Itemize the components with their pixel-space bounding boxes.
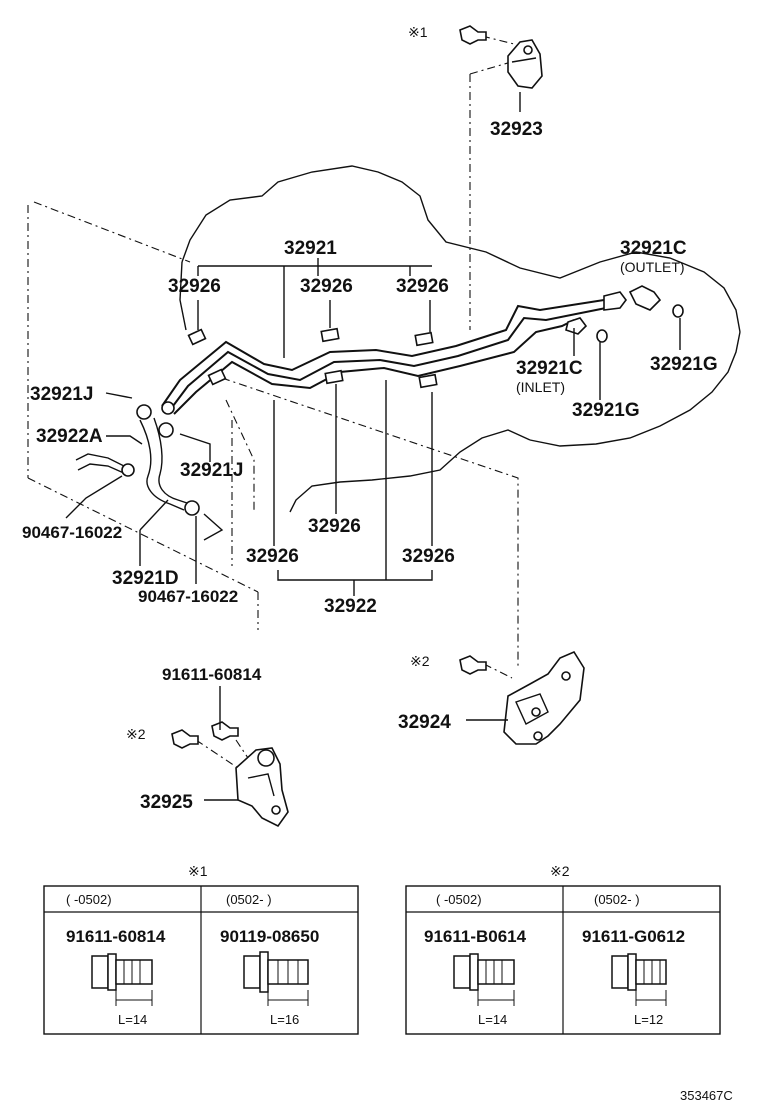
label-clamp-c: 32926	[396, 276, 449, 297]
footer-code: 353467C	[680, 1088, 733, 1103]
brake-pipes	[161, 299, 607, 415]
table-1-part-b: 90119-08650	[220, 927, 319, 946]
table-2-period-a: ( -0502)	[436, 892, 482, 907]
label-clamp-b: 32926	[300, 276, 353, 297]
label-clamp-e: 32926	[308, 516, 361, 537]
label-top-bolt-mark: ※1	[408, 24, 428, 40]
bolt-drawing	[91, 953, 153, 1006]
bolt-table-2: ※2 ( -0502) (0502- ) 91611-B0614 91611-G…	[405, 863, 721, 1035]
label-inlet-union: 32921C	[516, 358, 583, 379]
table-1-length-a: L=14	[118, 1012, 147, 1027]
label-pipe-set-32921: 32921	[284, 238, 337, 259]
label-gasket-2: 32921G	[650, 354, 718, 375]
label-gasket-1: 32921G	[572, 400, 640, 421]
label-outlet-text: (OUTLET)	[620, 259, 685, 275]
callout-lines	[65, 92, 681, 801]
label-bracket-32925: 32925	[140, 792, 193, 813]
label-clip-1: 90467-16022	[22, 523, 122, 542]
table-2-length-b: L=12	[634, 1012, 663, 1027]
label-bracket-32923: 32923	[490, 119, 543, 140]
table-2-part-b: 91611-G0612	[582, 927, 685, 946]
label-hose-32921d: 32921D	[112, 568, 179, 589]
label-clamp-d: 32926	[246, 546, 299, 567]
leader-lines	[27, 35, 519, 769]
table-1-part-a: 91611-60814	[66, 927, 166, 946]
bolt-table-1: ※1 ( -0502) (0502- ) 91611-60814 90119-0…	[43, 863, 359, 1035]
label-outlet-union: 32921C	[620, 238, 687, 259]
table-2-part-a: 91611-B0614	[424, 927, 527, 946]
engine-outline	[179, 165, 741, 513]
label-inlet-text: (INLET)	[516, 379, 565, 395]
rubber-hoses	[75, 401, 224, 541]
bolt-drawing	[243, 951, 309, 1006]
label-clamp-f: 32926	[402, 546, 455, 567]
label-pipe-32922: 32922	[324, 596, 377, 617]
label-hose-clip-j2: 32921J	[180, 460, 243, 481]
label-clip-2: 90467-16022	[138, 587, 238, 606]
bolt-drawing	[453, 953, 515, 1006]
label-hose-clip-j1: 32921J	[30, 384, 93, 405]
table-1-length-b: L=16	[270, 1012, 299, 1027]
table-1-mark: ※1	[188, 863, 208, 879]
label-bracket-32924: 32924	[398, 712, 451, 733]
bracket-32923	[459, 25, 543, 89]
bracket-32924	[459, 650, 585, 745]
label-low-bolt-mark: ※2	[126, 726, 146, 742]
label-bolt-91611-60814: 91611-60814	[162, 665, 262, 684]
table-1-period-b: (0502- )	[226, 892, 272, 907]
table-1-period-a: ( -0502)	[66, 892, 112, 907]
table-2-length-a: L=14	[478, 1012, 507, 1027]
label-hose-32922a: 32922A	[36, 426, 103, 447]
callout-labels: ※1 32923 32921 32926 32926 32926 32921C …	[22, 24, 718, 813]
outlet-union-fitting	[603, 285, 684, 318]
table-2-mark: ※2	[550, 863, 570, 879]
label-mid-bolt-mark: ※2	[410, 653, 430, 669]
table-2-period-b: (0502- )	[594, 892, 640, 907]
bracket-32925	[171, 721, 289, 828]
inlet-union-fitting	[565, 317, 608, 343]
bolt-drawing	[611, 953, 667, 1006]
label-clamp-a: 32926	[168, 276, 221, 297]
pipe-clamps	[187, 327, 438, 389]
